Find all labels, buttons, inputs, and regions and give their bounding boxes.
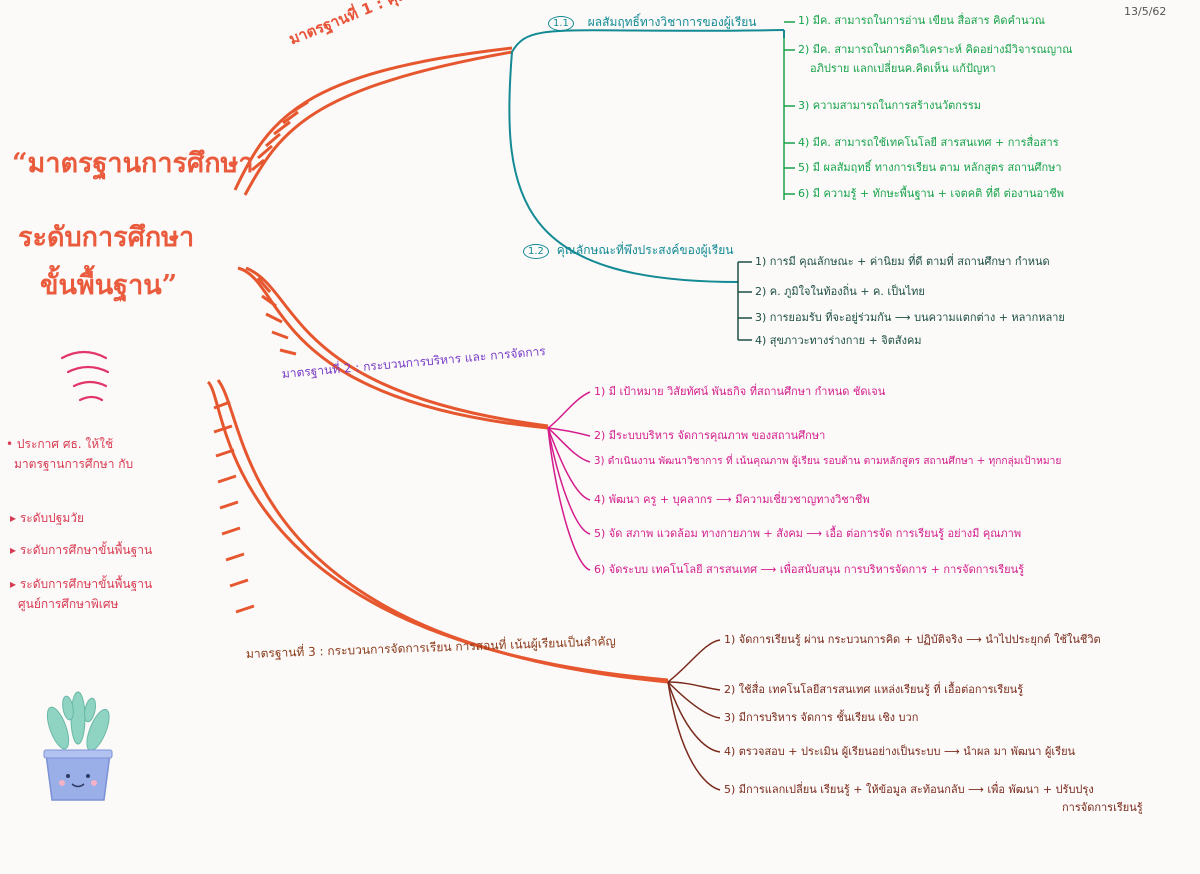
note-item-3-line2: ศูนย์การศึกษาพิเศษ — [18, 597, 119, 611]
s1-b2-item-1: 1) การมี คุณลักษณะ + ค่านิยม ที่ดี ตามที… — [755, 255, 1050, 268]
s3-item-5: 5) มีการแลกเปลี่ยน เรียนรู้ + ให้ข้อมูล … — [724, 783, 1094, 796]
branch-1-2-text: คุณลักษณะที่พึงประสงค์ของผู้เรียน — [556, 243, 734, 257]
s1-b1-item-6: 6) มี ความรู้ + ทักษะพื้นฐาน + เจตคติ ที… — [798, 187, 1064, 200]
s3-item-1: 1) จัดการเรียนรู้ ผ่าน กระบวนการคิด + ปฏ… — [724, 633, 1101, 646]
s1-b1-item-2-cont: อภิปราย แลกเปลี่ยนค.คิดเห็น แก้ปัญหา — [810, 62, 996, 75]
branch-1-2-label: 1.2 คุณลักษณะที่พึงประสงค์ของผู้เรียน — [523, 243, 734, 259]
s2-item-1: 1) มี เป้าหมาย วิสัยทัศน์ พันธกิจ ที่สถา… — [594, 385, 886, 398]
s1-b1-item-3: 3) ความสามารถในการสร้างนวัตกรรม — [798, 99, 982, 112]
s1-b2-item-2: 2) ค. ภูมิใจในท้องถิ่น + ค. เป็นไทย — [755, 285, 925, 298]
standard-1-ribbon — [233, 46, 513, 196]
note-intro-line2: มาตรฐานการศึกษา กับ — [14, 457, 134, 471]
branch-1-2-line — [508, 51, 739, 283]
potted-plant-icon — [43, 691, 113, 801]
s3-item-3: 3) มีการบริหาร จัดการ ชั้นเรียน เชิง บวก — [724, 711, 919, 724]
date-label: 13/5/62 — [1124, 5, 1167, 18]
s1-b1-item-5: 5) มี ผลสัมฤทธิ์ ทางการเรียน ตาม หลักสูต… — [798, 161, 1062, 174]
note-item-2: ▸ ระดับการศึกษาขั้นพื้นฐาน — [10, 543, 153, 557]
s1-b2-item-4: 4) สุขภาวะทางร่างกาย + จิตสังคม — [755, 334, 922, 347]
main-title-line2: ระดับการศึกษา — [18, 222, 195, 253]
main-title-line3: ขั้นพื้นฐาน” — [40, 270, 178, 301]
s3-item-5-cont: การจัดการเรียนรู้ — [1062, 801, 1143, 814]
branch-1-1-tag: 1.1 — [548, 16, 574, 31]
branch-1-1-text: ผลสัมฤทธิ์ทางวิชาการของผู้เรียน — [587, 15, 757, 29]
s3-item-2: 2) ใช้สื่อ เทคโนโลยีสารสนเทศ แหล่งเรียนร… — [724, 683, 1024, 696]
s2-item-6: 6) จัดระบบ เทคโนโลยี สารสนเทศ ⟶ เพื่อสนั… — [594, 563, 1025, 576]
s1-b2-item-3: 3) การยอมรับ ที่จะอยู่ร่วมกัน ⟶ บนความแต… — [755, 311, 1065, 324]
main-title-line1: “มาตรฐานการศึกษา — [12, 148, 254, 179]
s3-item-4: 4) ตรวจสอบ + ประเมิน ผู้เรียนอย่างเป็นระ… — [724, 745, 1076, 758]
s1-b1-item-2: 2) มีค. สามารถในการคิดวิเคราะห์ คิดอย่าง… — [798, 43, 1073, 56]
s1-b1-item-4: 4) มีค. สามารถใช้เทคโนโลยี สารสนเทศ + กา… — [798, 136, 1059, 149]
standard-3-ribbon — [206, 379, 669, 684]
s2-item-5: 5) จัด สภาพ แวดล้อม ทางกายภาพ + สังคม ⟶ … — [594, 527, 1022, 540]
wave-icon — [60, 350, 110, 402]
branch-1-1-line — [511, 29, 785, 53]
s2-item-3: 3) ดำเนินงาน พัฒนาวิชาการ ที่ เน้นคุณภาพ… — [594, 456, 1062, 467]
note-item-1: ▸ ระดับปฐมวัย — [10, 511, 85, 525]
standard-2-ribbon — [237, 266, 549, 430]
branch-1-2-tag: 1.2 — [523, 244, 549, 259]
s1-b1-item-1: 1) มีค. สามารถในการอ่าน เขียน สื่อสาร คิ… — [798, 14, 1046, 27]
s2-item-2: 2) มีระบบบริหาร จัดการคุณภาพ ของสถานศึกษ… — [594, 429, 826, 442]
note-item-3: ▸ ระดับการศึกษาขั้นพื้นฐาน — [10, 577, 153, 591]
note-intro-line1: • ประกาศ ศธ. ให้ใช้ — [6, 437, 114, 451]
branch-1-1-label: 1.1 ผลสัมฤทธิ์ทางวิชาการของผู้เรียน — [548, 15, 757, 31]
s2-item-4: 4) พัฒนา ครู + บุคลากร ⟶ มีความเชี่ยวชาญ… — [594, 493, 870, 506]
